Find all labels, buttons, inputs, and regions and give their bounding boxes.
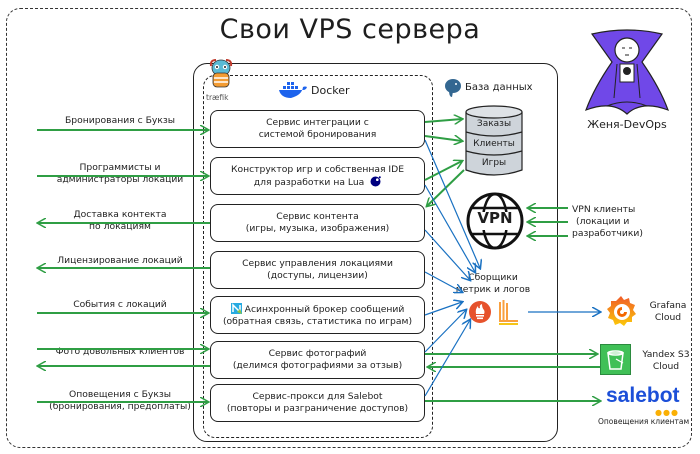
grafana-logo: [604, 294, 638, 328]
db-table-clients: Клиенты: [473, 139, 515, 149]
flow-label-licensing: Лицензирование локаций: [57, 255, 183, 266]
salebot-logo: salebot: [606, 384, 680, 407]
arrow-metrics-svc6: [424, 310, 466, 353]
diagram-frame: [6, 8, 692, 448]
service-game-constructor-ide[interactable]: Конструктор игр и собственная IDE для ра…: [210, 157, 425, 195]
arrow-metrics-svc7: [424, 320, 470, 397]
devops-name: Женя-DevOps: [587, 118, 667, 131]
vps-boundary: [193, 63, 558, 442]
service-subtitle: системой бронирования: [258, 129, 377, 140]
vpn-node: [466, 192, 524, 250]
flow-label-developers: Программисты и администраторы локаций: [56, 162, 184, 185]
docker-label: Docker: [311, 84, 350, 97]
s3-label: Yandex S3 Cloud: [642, 349, 690, 372]
prometheus-icon: [469, 301, 491, 323]
vpn-clients-label: VPN клиенты (локации и разработчики): [572, 204, 643, 239]
service-subtitle: (обратная связь, статистика по играм): [222, 315, 413, 327]
s3-logo: [600, 344, 631, 375]
db-table-orders: Заказы: [476, 119, 512, 129]
service-title: Сервис-прокси для Salebot: [252, 391, 383, 402]
flow-label-bookings: Бронирования с Букзы: [64, 115, 176, 126]
devops-avatar: [582, 28, 672, 116]
arrow-svc2-db-games: [424, 161, 462, 181]
arrow-svc1-db-clients: [424, 136, 462, 141]
s3-bucket-icon: [600, 344, 631, 375]
vpn-globe-icon: [466, 192, 524, 250]
service-title: Сервис контента: [276, 211, 359, 222]
arrow-metrics-svc3: [424, 229, 470, 280]
service-content[interactable]: Сервис контента (игры, музыка, изображен…: [210, 204, 425, 242]
grafana-label: Grafana Cloud: [649, 300, 687, 323]
lua-icon: [370, 175, 382, 186]
db-table-games: Игры: [481, 158, 507, 168]
loki-logo: [498, 300, 520, 326]
flow-label-notifications: Оповещения с Букзы (бронирования, предоп…: [49, 389, 191, 412]
arrow-metrics-svc2: [424, 184, 475, 272]
service-title: Конструктор игр и собственная IDE: [230, 163, 405, 175]
devops-caped-person-icon: [584, 29, 670, 115]
service-subtitle: для разработки на Lua: [254, 175, 382, 189]
database-icon: [465, 105, 523, 176]
grafana-icon: [607, 296, 636, 326]
docker-whale-icon: [279, 82, 307, 98]
service-subtitle: (делимся фотографиями за отзыв): [232, 360, 403, 371]
service-async-broker[interactable]: Асинхронный брокер сообщений (обратная с…: [210, 296, 425, 334]
arrow-metrics-svc1: [424, 139, 480, 268]
traefik-logo: [206, 58, 236, 96]
service-title: Сервис управления локациями: [242, 258, 393, 269]
flow-label-content-delivery: Доставка контекта по локациям: [73, 209, 167, 232]
database-label: База данных: [465, 82, 533, 93]
flow-label-client-photos: Фото довольных клиентов: [55, 346, 185, 357]
service-subtitle: (повторы и разграничение доступов): [226, 403, 409, 414]
arrow-metrics-svc4: [424, 271, 462, 292]
nats-icon: [230, 302, 242, 314]
traefik-label: træfik: [206, 93, 229, 102]
database-cylinder: [464, 104, 524, 178]
loki-icon: [499, 300, 518, 325]
service-subtitle: (доступы, лицензии): [267, 270, 368, 281]
docker-boundary: [203, 75, 433, 438]
collectors-label: Сборщики метрик и логов: [455, 272, 531, 295]
salebot-dots-icon: ●●●: [655, 408, 679, 417]
prometheus-logo: [468, 300, 492, 324]
service-subtitle: (игры, музыка, изображения): [245, 223, 390, 234]
postgres-logo: [443, 78, 463, 98]
service-booking-integration[interactable]: Сервис интеграции с системой бронировани…: [210, 110, 425, 148]
service-salebot-proxy[interactable]: Сервис-прокси для Salebot (повторы и раз…: [210, 384, 425, 422]
service-title: Асинхронный брокер сообщений: [230, 302, 404, 316]
service-title: Сервис фотографий: [268, 348, 367, 359]
postgres-elephant-icon: [445, 79, 461, 97]
flow-label-location-events: События с локаций: [73, 299, 167, 310]
arrow-metrics-svc5: [424, 302, 462, 316]
traefik-gopher-icon: [209, 59, 233, 88]
diagram-title: Свои VPS сервера: [219, 14, 481, 45]
vpn-icon-text: VPN: [477, 209, 513, 227]
arrow-svc1-db-orders: [424, 119, 462, 122]
service-title: Сервис интеграции с: [266, 117, 369, 128]
service-location-management[interactable]: Сервис управления локациями (доступы, ли…: [210, 251, 425, 289]
salebot-caption: Оповещения клиентам: [598, 417, 690, 426]
service-photos[interactable]: Сервис фотографий (делимся фотографиями …: [210, 341, 425, 379]
docker-logo: [278, 80, 308, 100]
